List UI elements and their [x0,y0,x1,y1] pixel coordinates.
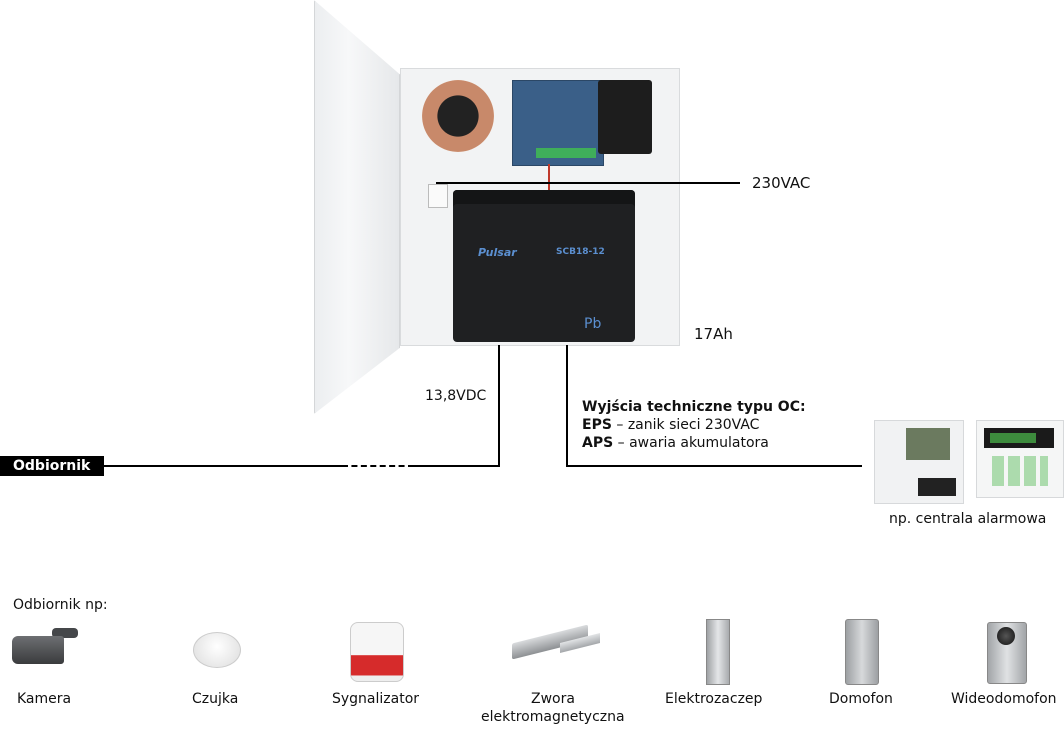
battery [453,190,635,342]
receiver-label-czujka: Czujka [192,691,239,707]
technical-output-aps: APS – awaria akumulatora [582,435,769,451]
dc-output-label: 13,8VDC [425,388,487,404]
technical-outputs-title: Wyjścia techniczne typu OC: [582,399,806,415]
technical-output-eps: EPS – zanik sieci 230VAC [582,417,760,433]
pcb-terminal-block [536,148,596,158]
receiver-label-domofon: Domofon [829,691,893,707]
receiver-label-zwora: Zwora [531,691,575,707]
keypad-lcd [990,433,1036,443]
mains-terminal [428,184,448,208]
battery-wire [548,164,550,190]
alarm-panel-battery [918,478,956,496]
pcb-transformer [598,80,652,154]
keypad-keys [992,456,1048,486]
camera-icon [12,636,64,664]
toroidal-transformer [422,80,494,152]
battery-capacity-label: 17Ah [694,325,733,343]
battery-pb-marking: Pb [584,316,602,332]
receiver-label-kamera: Kamera [17,691,72,707]
alarm-panel-caption: np. centrala alarmowa [889,511,1047,527]
camera-icon-mount [52,628,78,638]
siren-icon [350,622,404,682]
technical-outputs: Wyjścia techniczne typu OC: EPS – zanik … [582,398,806,452]
receiver-label-wideodomofon: Wideodomofon [951,691,1057,707]
receiver-label-zwora-line2: elektromagnetyczna [481,709,625,725]
battery-model: SCB18-12 [556,247,605,257]
battery-brand: Pulsar [478,246,517,259]
receiver-badge: Odbiornik [0,456,104,476]
electric-strike-icon [706,619,730,685]
oc-output-line-vertical [566,345,568,467]
video-intercom-camera-lens [997,627,1015,645]
dc-output-line-dashed [342,465,414,467]
receiver-label-elektrozaczep: Elektrozaczep [665,691,763,707]
ac-input-line [436,182,740,184]
receivers-heading: Odbiornik np: [13,597,108,613]
oc-output-line-horizontal [566,465,862,467]
receiver-line [104,465,342,467]
dc-output-line-vertical [498,345,500,467]
intercom-icon [845,619,879,685]
ac-input-label: 230VAC [752,174,811,192]
smoke-detector-icon [193,632,241,668]
alarm-panel-board [906,428,950,460]
enclosure-door [314,0,400,414]
receiver-label-sygnalizator: Sygnalizator [332,691,420,707]
dc-output-line-horizontal [414,465,500,467]
